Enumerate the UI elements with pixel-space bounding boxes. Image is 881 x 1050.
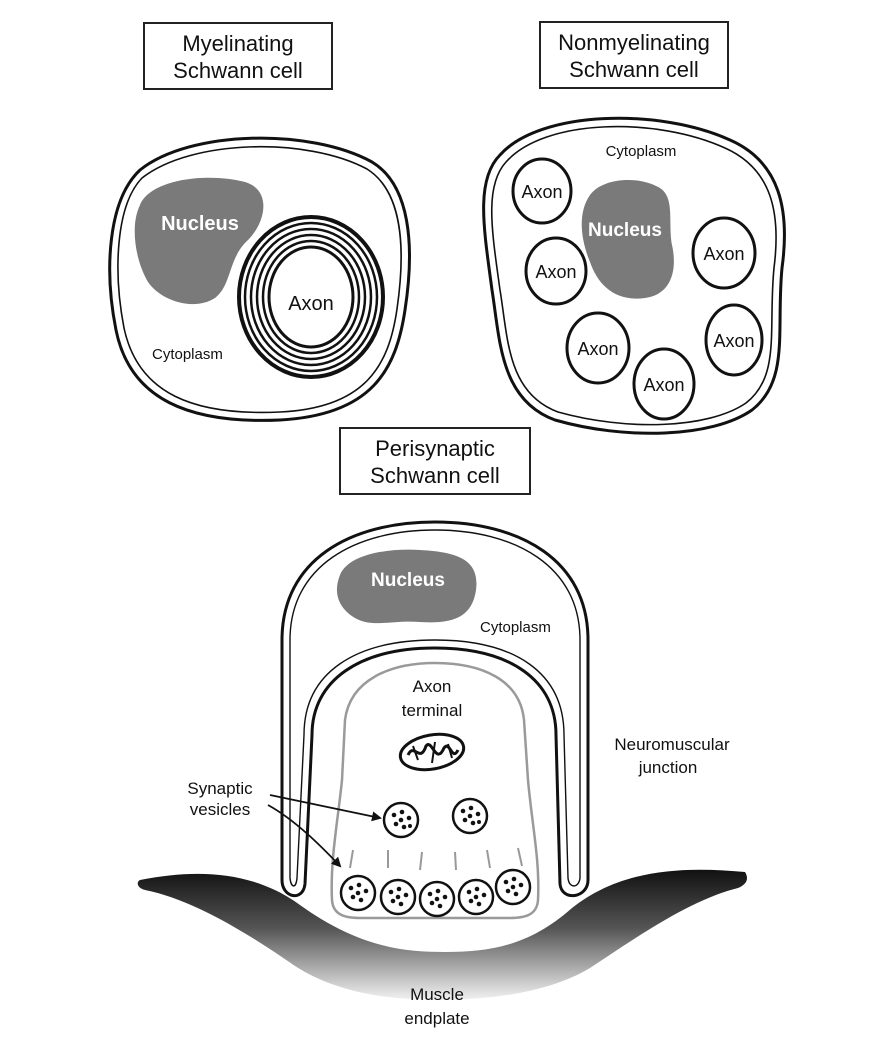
myelinating-cytoplasm-label: Cytoplasm: [152, 346, 223, 363]
muscle-label-line2: endplate: [404, 1009, 469, 1028]
unmyelinated-axon-2-label: Axon: [535, 262, 576, 282]
perisynaptic-cytoplasm-label: Cytoplasm: [480, 619, 551, 636]
vesicle-arrow-2: [267, 804, 342, 868]
perisynaptic-title-box: Perisynaptic Schwann cell: [339, 427, 531, 495]
unmyelinated-axon-3-label: Axon: [703, 244, 744, 264]
unmyelinated-axon-6-label: Axon: [643, 375, 684, 395]
perisynaptic-title-line1: Perisynaptic: [375, 436, 495, 461]
unmyelinated-axon-2: [524, 236, 588, 306]
synaptic-vesicle-upper-1: [382, 801, 420, 839]
axon-terminal-outline: [330, 661, 540, 920]
unmyelinated-axon-6: [632, 347, 696, 421]
myelinating-axon-label: Axon: [288, 293, 334, 315]
myelinating-nucleus-label: Nucleus: [161, 213, 239, 235]
synaptic-vesicle-docked-4: [457, 878, 495, 916]
myelinating-title-line2: Schwann cell: [173, 58, 303, 83]
unmyelinated-axon-4-label: Axon: [577, 339, 618, 359]
mitochondrion: [398, 732, 466, 772]
synaptic-vesicle-docked-1: [339, 874, 377, 912]
unmyelinated-axon-3: [691, 216, 757, 290]
perisynaptic-title-line2: Schwann cell: [370, 463, 500, 488]
nonmyelinating-title-line2: Schwann cell: [569, 57, 699, 82]
unmyelinated-axon-5: [704, 303, 764, 377]
nonmyelinating-title-box: Nonmyelinating Schwann cell: [539, 21, 729, 89]
perisynaptic-schwann-cell: Nucleus Cytoplasm Axon terminal: [137, 520, 748, 1028]
nonmyelinating-title-line1: Nonmyelinating: [558, 30, 710, 55]
synaptic-vesicle-docked-2: [379, 878, 417, 916]
perisynaptic-cell-inner: [289, 529, 581, 887]
synaptic-vesicle-docked-5: [494, 868, 532, 906]
perisynaptic-nucleus: [336, 549, 477, 624]
nonmyelinating-cytoplasm-label: Cytoplasm: [606, 143, 677, 160]
synaptic-vesicles-label-line2: vesicles: [190, 800, 250, 819]
unmyelinated-axon-5-label: Axon: [713, 331, 754, 351]
nonmyelinating-nucleus-label: Nucleus: [588, 220, 662, 241]
unmyelinated-axon-1-label: Axon: [521, 182, 562, 202]
unmyelinated-axon-1: [511, 157, 573, 225]
synaptic-vesicle-docked-3: [418, 880, 456, 918]
axon-terminal-label-line1: Axon: [413, 677, 452, 696]
myelinating-nucleus: [134, 177, 264, 305]
nmj-label-line2: junction: [638, 758, 698, 777]
active-zones: [349, 847, 523, 871]
nmj-label-line1: Neuromuscular: [614, 735, 730, 754]
synaptic-vesicles-label-line1: Synaptic: [187, 779, 253, 798]
myelinating-title-line1: Myelinating: [182, 31, 294, 56]
perisynaptic-nucleus-label: Nucleus: [371, 570, 445, 591]
myelinating-title-box: Myelinating Schwann cell: [143, 22, 333, 90]
unmyelinated-axon-4: [565, 311, 631, 385]
muscle-label-line1: Muscle: [410, 985, 464, 1004]
myelin-sheath: [237, 215, 385, 379]
muscle-endplate: [137, 869, 748, 1000]
nonmyelinating-nucleus: [581, 179, 674, 299]
vesicle-arrow-1: [269, 794, 382, 822]
axon-terminal-label-line2: terminal: [402, 701, 462, 720]
synaptic-vesicle-upper-2: [451, 797, 489, 835]
nonmyelinating-schwann-cell: Cytoplasm Nucleus Axon Axon Axon Axon Ax…: [482, 116, 786, 435]
myelinating-schwann-cell: Nucleus Axon Cytoplasm: [108, 136, 411, 422]
